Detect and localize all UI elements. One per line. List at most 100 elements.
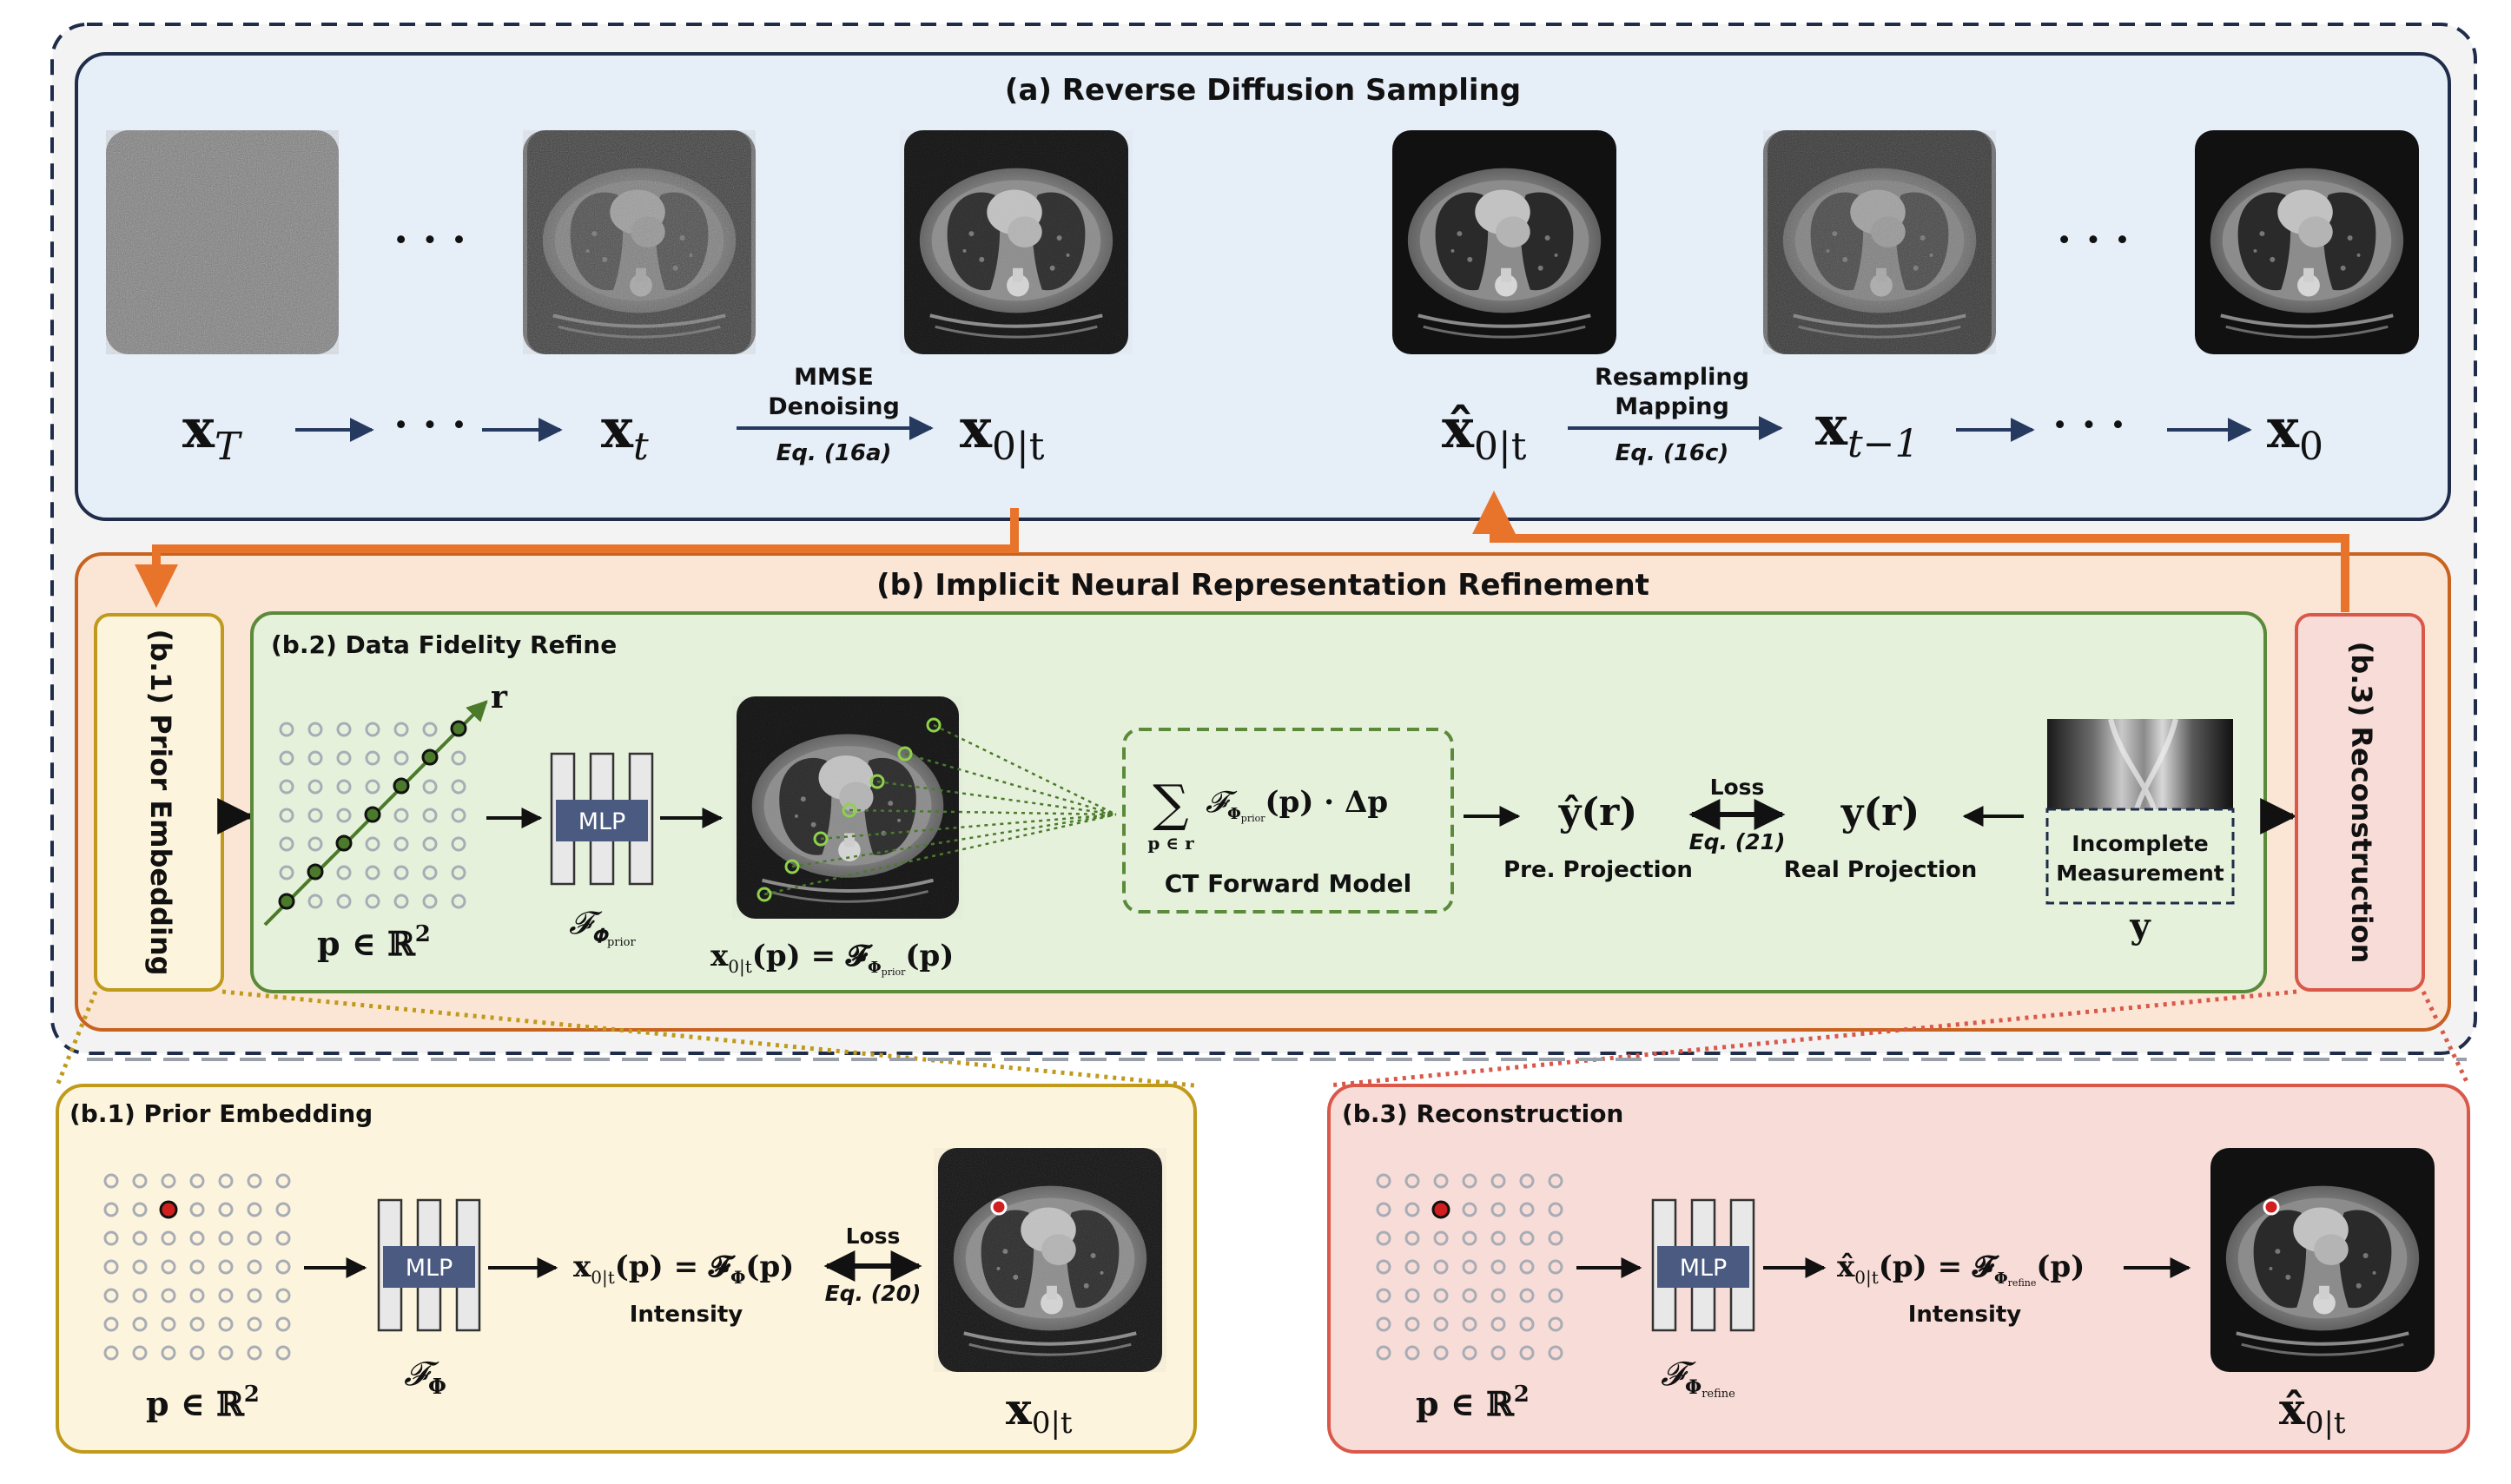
panel-a-title: (a) Reverse Diffusion Sampling bbox=[1005, 73, 1521, 108]
grid-dot bbox=[275, 1316, 291, 1332]
grid-dot bbox=[365, 722, 380, 737]
label-x0t-hat: 𝐱̂0|t bbox=[1442, 397, 1527, 469]
ct-forward-model-box bbox=[1122, 728, 1454, 913]
label-xt: 𝐱t bbox=[601, 397, 649, 469]
grid-dot bbox=[161, 1259, 176, 1275]
grid-dot bbox=[247, 1202, 262, 1217]
panel-b1-title: (b.1) Prior Embedding bbox=[69, 1099, 373, 1128]
dots-a-3: · · · bbox=[393, 400, 466, 449]
grid-dot bbox=[393, 836, 409, 852]
sample-rays-dotted bbox=[763, 723, 1117, 896]
zoom-line-recon-left bbox=[1328, 989, 2297, 1088]
grid-dot bbox=[1548, 1173, 1563, 1189]
ray-sample-points bbox=[278, 720, 467, 910]
grid-dot bbox=[103, 1316, 119, 1332]
grid-dot bbox=[393, 722, 409, 737]
image-xt1 bbox=[1763, 130, 1996, 354]
grid-dot bbox=[422, 779, 438, 795]
ct-forward-label: CT Forward Model bbox=[1165, 869, 1412, 898]
grid-dot bbox=[279, 779, 294, 795]
grid-dot bbox=[103, 1173, 119, 1189]
grid-dot bbox=[1376, 1259, 1391, 1275]
image-xt bbox=[523, 130, 756, 354]
grid-dot bbox=[1404, 1316, 1420, 1332]
y-label: 𝐲 bbox=[2129, 906, 2151, 946]
sum-body: 𝓕𝚽prior(𝐩) · Δ𝐩 bbox=[1206, 785, 1388, 824]
grid-dot bbox=[161, 1173, 176, 1189]
grid-dot bbox=[307, 750, 323, 766]
grid-dot bbox=[336, 750, 352, 766]
grid-dot bbox=[365, 836, 380, 852]
grid-dot bbox=[1376, 1173, 1391, 1189]
grid-dot bbox=[275, 1259, 291, 1275]
resample-eq: Eq. (16c) bbox=[1616, 440, 1729, 466]
grid-dot bbox=[1519, 1230, 1535, 1246]
grid-dot bbox=[218, 1173, 234, 1189]
grid-dot bbox=[1376, 1316, 1391, 1332]
grid-dot bbox=[1404, 1202, 1420, 1217]
grid-dot bbox=[247, 1173, 262, 1189]
grid-dot bbox=[307, 722, 323, 737]
grid-dot bbox=[1376, 1230, 1391, 1246]
grid-dot bbox=[422, 808, 438, 823]
grid-dot bbox=[422, 865, 438, 881]
sum-symbol: ∑ bbox=[1153, 774, 1188, 833]
grid-dot bbox=[132, 1288, 148, 1303]
grid-dot bbox=[103, 1202, 119, 1217]
grid-dot bbox=[1519, 1345, 1535, 1361]
p-domain-label-b1: 𝐩 ∈ ℝ2 bbox=[146, 1382, 260, 1423]
grid-dot bbox=[103, 1345, 119, 1361]
grid-dot bbox=[422, 836, 438, 852]
grid-dot bbox=[336, 865, 352, 881]
incomplete-line1: Incomplete bbox=[2072, 831, 2208, 856]
grid-dot bbox=[275, 1288, 291, 1303]
p-domain-label-b2: 𝐩 ∈ ℝ2 bbox=[317, 921, 431, 963]
grid-dot bbox=[336, 894, 352, 909]
grid-dot bbox=[189, 1173, 205, 1189]
grid-dot bbox=[279, 836, 294, 852]
grid-dot bbox=[1519, 1173, 1535, 1189]
grid-dot bbox=[1548, 1345, 1563, 1361]
loss-eq-b2: Eq. (21) bbox=[1689, 829, 1786, 854]
grid-dot bbox=[365, 865, 380, 881]
incomplete-line2: Measurement bbox=[2056, 861, 2224, 886]
grid-dot bbox=[451, 894, 466, 909]
mmse-line1: MMSE bbox=[794, 364, 874, 391]
grid-dot bbox=[1433, 1288, 1449, 1303]
grid-dot bbox=[451, 865, 466, 881]
loss-label-b1: Loss bbox=[846, 1223, 901, 1249]
image-x0 bbox=[2195, 130, 2419, 354]
grid-dot bbox=[1490, 1288, 1506, 1303]
grid-dot bbox=[451, 808, 466, 823]
grid-dot bbox=[103, 1230, 119, 1246]
grid-dot bbox=[1548, 1288, 1563, 1303]
orange-arrow-from-recon bbox=[1472, 491, 2349, 612]
grid-dot bbox=[1462, 1345, 1477, 1361]
mlp-block-b2 bbox=[550, 752, 654, 886]
data-fidelity-title: (b.2) Data Fidelity Refine bbox=[271, 630, 617, 659]
grid-dot bbox=[247, 1230, 262, 1246]
resample-line2: Mapping bbox=[1615, 393, 1729, 420]
grid-dot bbox=[275, 1230, 291, 1246]
grid-dot bbox=[1490, 1202, 1506, 1217]
grid-dot bbox=[1404, 1259, 1420, 1275]
grid-dot bbox=[247, 1259, 262, 1275]
resample-line1: Resampling bbox=[1595, 364, 1749, 391]
grid-dot bbox=[307, 894, 323, 909]
grid-dot bbox=[336, 779, 352, 795]
loss-label-b2: Loss bbox=[1710, 775, 1765, 800]
grid-dot bbox=[393, 750, 409, 766]
grid-dot bbox=[247, 1288, 262, 1303]
grid-dot bbox=[279, 865, 294, 881]
grid-dot bbox=[132, 1259, 148, 1275]
grid-dot bbox=[1490, 1259, 1506, 1275]
image-b1-x0t bbox=[934, 1148, 1166, 1372]
grid-dot bbox=[1404, 1230, 1420, 1246]
grid-dot bbox=[275, 1173, 291, 1189]
grid-dot bbox=[1376, 1202, 1391, 1217]
equation-b3: 𝐱̂0|t(𝐩) = 𝓕𝚽refine(𝐩) bbox=[1837, 1250, 2085, 1289]
grid-dot bbox=[451, 836, 466, 852]
coordinate-grid-b1 bbox=[103, 1173, 291, 1361]
grid-dot bbox=[103, 1288, 119, 1303]
